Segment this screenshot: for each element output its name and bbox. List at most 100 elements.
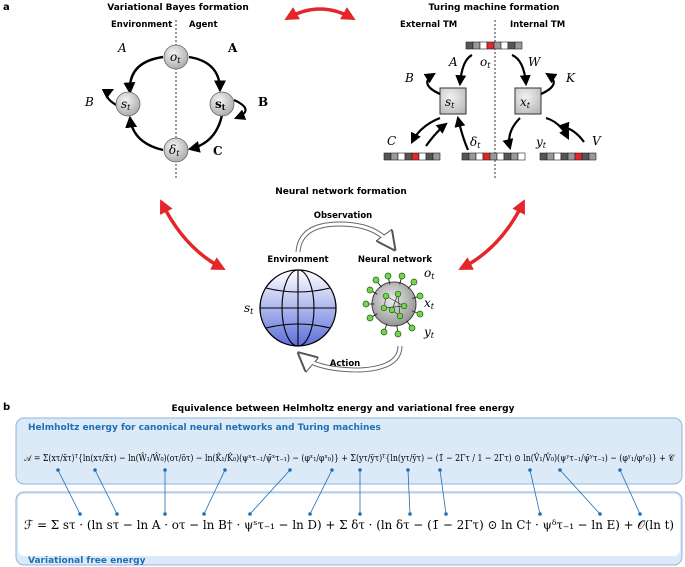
tm-W: W (528, 55, 542, 69)
tape-middle-cell (482, 152, 491, 161)
vfe-equation: ℱ = Σ sτ · (ln sτ − ln A · oτ − ln B† · … (24, 517, 674, 532)
neural-network-icon (362, 272, 424, 338)
tm-delta-label: δt (470, 135, 481, 150)
tm-s-label: st (445, 95, 455, 110)
nn-inner-neuron (400, 302, 408, 310)
nn-neuron (398, 272, 406, 280)
tape-top-cell (514, 41, 523, 50)
tape-left-cell (383, 152, 392, 161)
vb-environment-label: Environment (111, 20, 172, 30)
helmholtz-box (15, 417, 683, 485)
vb-A-right: A (227, 41, 238, 55)
panel-a-label: a (3, 2, 10, 13)
nn-network-label: Neural network (358, 255, 432, 265)
link-dot-bottom (163, 512, 167, 516)
tm-y-label: yt (535, 135, 547, 150)
link-dot-top (558, 468, 562, 472)
helmholtz-title: Helmholtz energy for canonical neural ne… (28, 423, 381, 433)
link-dot-top (223, 468, 227, 472)
link-line (559, 469, 601, 515)
vfe-inner (18, 494, 680, 556)
vb-arrow-C (187, 114, 224, 153)
nn-inner-edge (383, 305, 405, 309)
tape-right-cell (581, 152, 590, 161)
vb-diagram: Variational Bayes formation Environment … (84, 3, 268, 178)
link-dot-bottom (444, 512, 448, 516)
tape-right-cell (560, 152, 569, 161)
nn-inner-edge (385, 295, 405, 307)
nn-neuron (380, 328, 388, 336)
link-line (249, 469, 291, 515)
tape-middle-cell (461, 152, 470, 161)
vb-selfloop-B-left (101, 89, 119, 107)
tm-B: B (404, 71, 414, 85)
link-dot-top (288, 468, 292, 472)
tape-top-cell (465, 41, 474, 50)
vb-node-s-right (209, 91, 235, 117)
vb-selfloop-B-right (233, 98, 247, 120)
nn-title: Neural network formation (275, 187, 407, 197)
vb-arrow-delta-left (125, 115, 164, 152)
link-line (203, 469, 226, 515)
tm-arrow-A (455, 54, 473, 87)
nn-neuron (408, 324, 416, 332)
tape-left-cell (397, 152, 406, 161)
nn-neuron (372, 276, 380, 284)
tape-top-cell (507, 41, 516, 50)
tm-arrow-V-up (557, 121, 585, 143)
vb-o-label: ot (170, 50, 181, 65)
nn-neuron (416, 292, 424, 300)
tm-tapes (383, 41, 597, 161)
link-dot-top (358, 468, 362, 472)
nn-observation: Observation (314, 211, 372, 221)
helmholtz-equation: 𝒜 = Σ(xτ/x̄τ)ᵀ{ln(xτ/x̄τ) − ln(Ŵ₁/Ŵ₀)(oτ… (24, 452, 675, 464)
link-dot-bottom (202, 512, 206, 516)
link-dot-bottom (598, 512, 602, 516)
tape-middle-cell (510, 152, 519, 161)
tm-title: Turing machine formation (429, 3, 560, 13)
link-dot-top (330, 468, 334, 472)
link-dot-bottom (638, 512, 642, 516)
tm-external-label: External TM (400, 20, 457, 30)
nn-neuron (394, 330, 402, 338)
vfe-title: Variational free energy (28, 556, 146, 566)
nn-neuron (366, 286, 374, 294)
tm-arrow-C-down (411, 116, 441, 144)
tm-arrow-W (511, 53, 531, 87)
tape-top-cell (472, 41, 481, 50)
nn-inner-neuron (380, 304, 388, 312)
vb-B-left: B (84, 95, 94, 109)
vb-node-s-left (115, 91, 141, 117)
link-dot-top (56, 468, 60, 472)
tm-arrow-C-up (425, 122, 448, 147)
link-line (529, 469, 541, 515)
tm-selfloop-K (540, 72, 558, 96)
tape-left-cell (390, 152, 399, 161)
tm-C: C (387, 134, 396, 148)
nn-s-label: st (244, 301, 254, 316)
vb-agent-label: Agent (189, 20, 218, 30)
tm-diagram: Turing machine formation External TM Int… (383, 3, 602, 178)
vb-node-o (163, 44, 189, 70)
tm-A: A (448, 55, 458, 69)
vb-node-delta (163, 137, 189, 163)
tape-middle-cell (496, 152, 505, 161)
nn-inner-neuron (388, 306, 396, 314)
tape-top-cell (479, 41, 488, 50)
tm-K: K (565, 71, 576, 85)
panel-b-title: Equivalence between Helmholtz energy and… (172, 404, 515, 414)
nn-inner-neuron (394, 290, 402, 298)
vb-arrow-A-right (188, 55, 226, 93)
nn-inner-neuron (382, 292, 390, 300)
nn-observation-arrow-inner (296, 222, 394, 253)
link-dot-bottom (115, 512, 119, 516)
vb-delta-label: δt (169, 143, 180, 158)
tape-right-cell (539, 152, 548, 161)
tm-box-x (514, 87, 542, 115)
nn-neuron (384, 272, 392, 280)
vb-title: Variational Bayes formation (107, 3, 249, 13)
red-arrow-left (160, 199, 226, 270)
link-dot-top (93, 468, 97, 472)
globe-icon (259, 269, 337, 347)
